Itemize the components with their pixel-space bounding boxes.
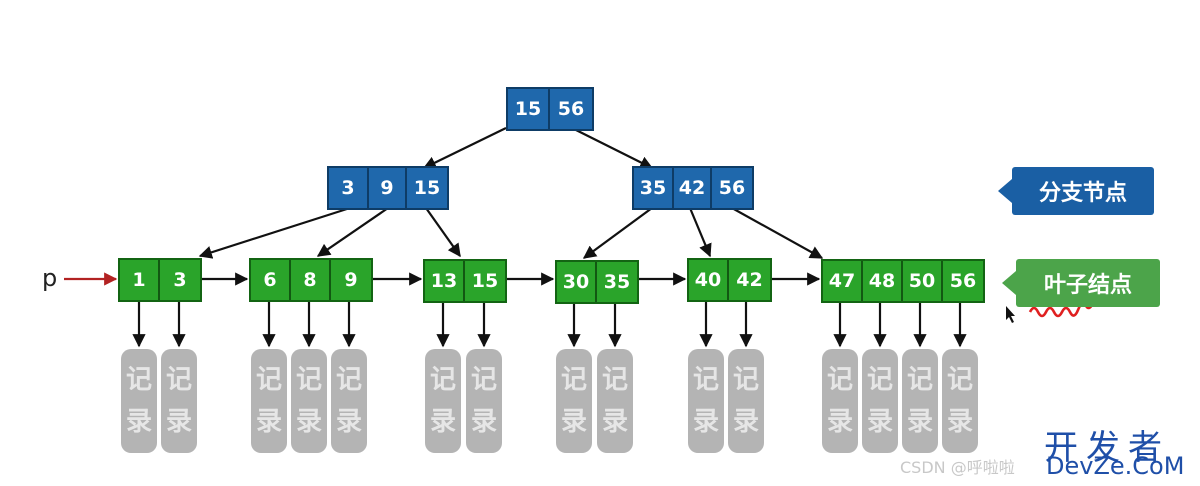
leaf-key: 1 <box>120 260 160 300</box>
record-block: 记录 <box>466 349 502 453</box>
record-block: 记录 <box>902 349 938 453</box>
branch-key: 35 <box>634 168 674 208</box>
leaf-key: 48 <box>863 261 903 301</box>
record-block: 记录 <box>597 349 633 453</box>
record-char: 录 <box>560 407 587 437</box>
pointer-label: p <box>42 264 58 292</box>
leaf-node: 47 48 50 56 <box>821 259 985 303</box>
edge-root-branch-right <box>571 127 654 169</box>
record-char: 记 <box>429 365 456 395</box>
edge-branch2-leaf6 <box>731 207 824 259</box>
record-char: 录 <box>732 407 759 437</box>
branch-key: 15 <box>413 177 441 199</box>
record-char: 录 <box>255 407 282 437</box>
leaf-node: 6 8 9 <box>249 258 373 302</box>
record-char: 录 <box>906 407 933 437</box>
record-block: 记录 <box>728 349 764 453</box>
record-block: 记录 <box>291 349 327 453</box>
record-char: 记 <box>692 365 719 395</box>
record-char: 记 <box>826 365 853 395</box>
record-char: 录 <box>826 407 853 437</box>
record-char: 录 <box>295 407 322 437</box>
record-block: 记录 <box>121 349 157 453</box>
leaf-key: 8 <box>291 260 331 300</box>
record-block: 记录 <box>161 349 197 453</box>
branch-node-right: 35 42 56 <box>632 166 754 210</box>
edge-root-branch-left <box>422 127 507 169</box>
record-block: 记录 <box>942 349 978 453</box>
leaf-node: 1 3 <box>118 258 202 302</box>
record-char: 录 <box>692 407 719 437</box>
record-char: 记 <box>946 365 973 395</box>
leaf-key: 42 <box>736 269 763 291</box>
record-block: 记录 <box>688 349 724 453</box>
record-block: 记录 <box>556 349 592 453</box>
branch-key: 9 <box>369 168 407 208</box>
leaf-record-arrows <box>132 300 967 348</box>
csdn-watermark: CSDN @呼啦啦 <box>900 458 1015 477</box>
legend-leaf-node: 叶子结点 <box>1002 259 1160 307</box>
leaf-key: 3 <box>173 269 187 291</box>
branch-node-left: 3 9 15 <box>327 166 449 210</box>
brand-watermark-en: DevZe.CoM <box>1046 452 1185 480</box>
record-char: 记 <box>866 365 893 395</box>
record-char: 记 <box>906 365 933 395</box>
leaf-node: 40 42 <box>687 258 772 302</box>
edge-branch1-leaf1 <box>198 206 351 259</box>
record-char: 记 <box>732 365 759 395</box>
edge-branch2-leaf5 <box>688 207 712 258</box>
edge-branch1-leaf3 <box>425 207 461 258</box>
record-block: 记录 <box>251 349 287 453</box>
record-char: 记 <box>560 365 587 395</box>
record-char: 录 <box>335 407 362 437</box>
record-block: 记录 <box>331 349 367 453</box>
leaf-key: 40 <box>689 260 729 300</box>
root-node: 15 56 <box>506 87 594 131</box>
record-char: 记 <box>470 365 497 395</box>
leaf-key: 50 <box>903 261 943 301</box>
edge-branch2-leaf4 <box>582 207 653 259</box>
mouse-cursor-icon <box>1006 306 1015 323</box>
record-block: 记录 <box>862 349 898 453</box>
leaf-key: 15 <box>471 270 499 292</box>
root-key: 15 <box>508 89 550 129</box>
record-block: 记录 <box>822 349 858 453</box>
record-char: 记 <box>125 365 152 395</box>
leaf-key: 56 <box>949 270 977 292</box>
leaf-key: 6 <box>251 260 291 300</box>
leaf-node: 30 35 <box>555 260 639 304</box>
legend-branch-node: 分支节点 <box>998 167 1154 215</box>
record-char: 记 <box>601 365 628 395</box>
leaf-key: 9 <box>344 269 358 291</box>
leaf-key: 13 <box>425 261 465 301</box>
record-char: 录 <box>866 407 893 437</box>
record-char: 录 <box>429 407 456 437</box>
record-char: 记 <box>255 365 282 395</box>
brand-watermark-cn: 开发者 <box>1044 428 1170 468</box>
edge-branch1-leaf2 <box>316 207 389 257</box>
leaf-key: 47 <box>823 261 863 301</box>
record-char: 记 <box>335 365 362 395</box>
branch-key: 56 <box>718 177 746 199</box>
leaf-key: 35 <box>603 271 631 293</box>
record-char: 录 <box>470 407 497 437</box>
branch-key: 42 <box>674 168 712 208</box>
record-char: 录 <box>125 407 152 437</box>
leaf-node: 13 15 <box>423 259 507 303</box>
record-char: 记 <box>295 365 322 395</box>
branch-key: 3 <box>329 168 369 208</box>
record-char: 录 <box>946 407 973 437</box>
leaf-key: 30 <box>557 262 597 302</box>
root-key: 56 <box>557 98 585 120</box>
record-char: 录 <box>165 407 192 437</box>
record-block: 记录 <box>425 349 461 453</box>
record-char: 录 <box>601 407 628 437</box>
record-char: 记 <box>165 365 192 395</box>
